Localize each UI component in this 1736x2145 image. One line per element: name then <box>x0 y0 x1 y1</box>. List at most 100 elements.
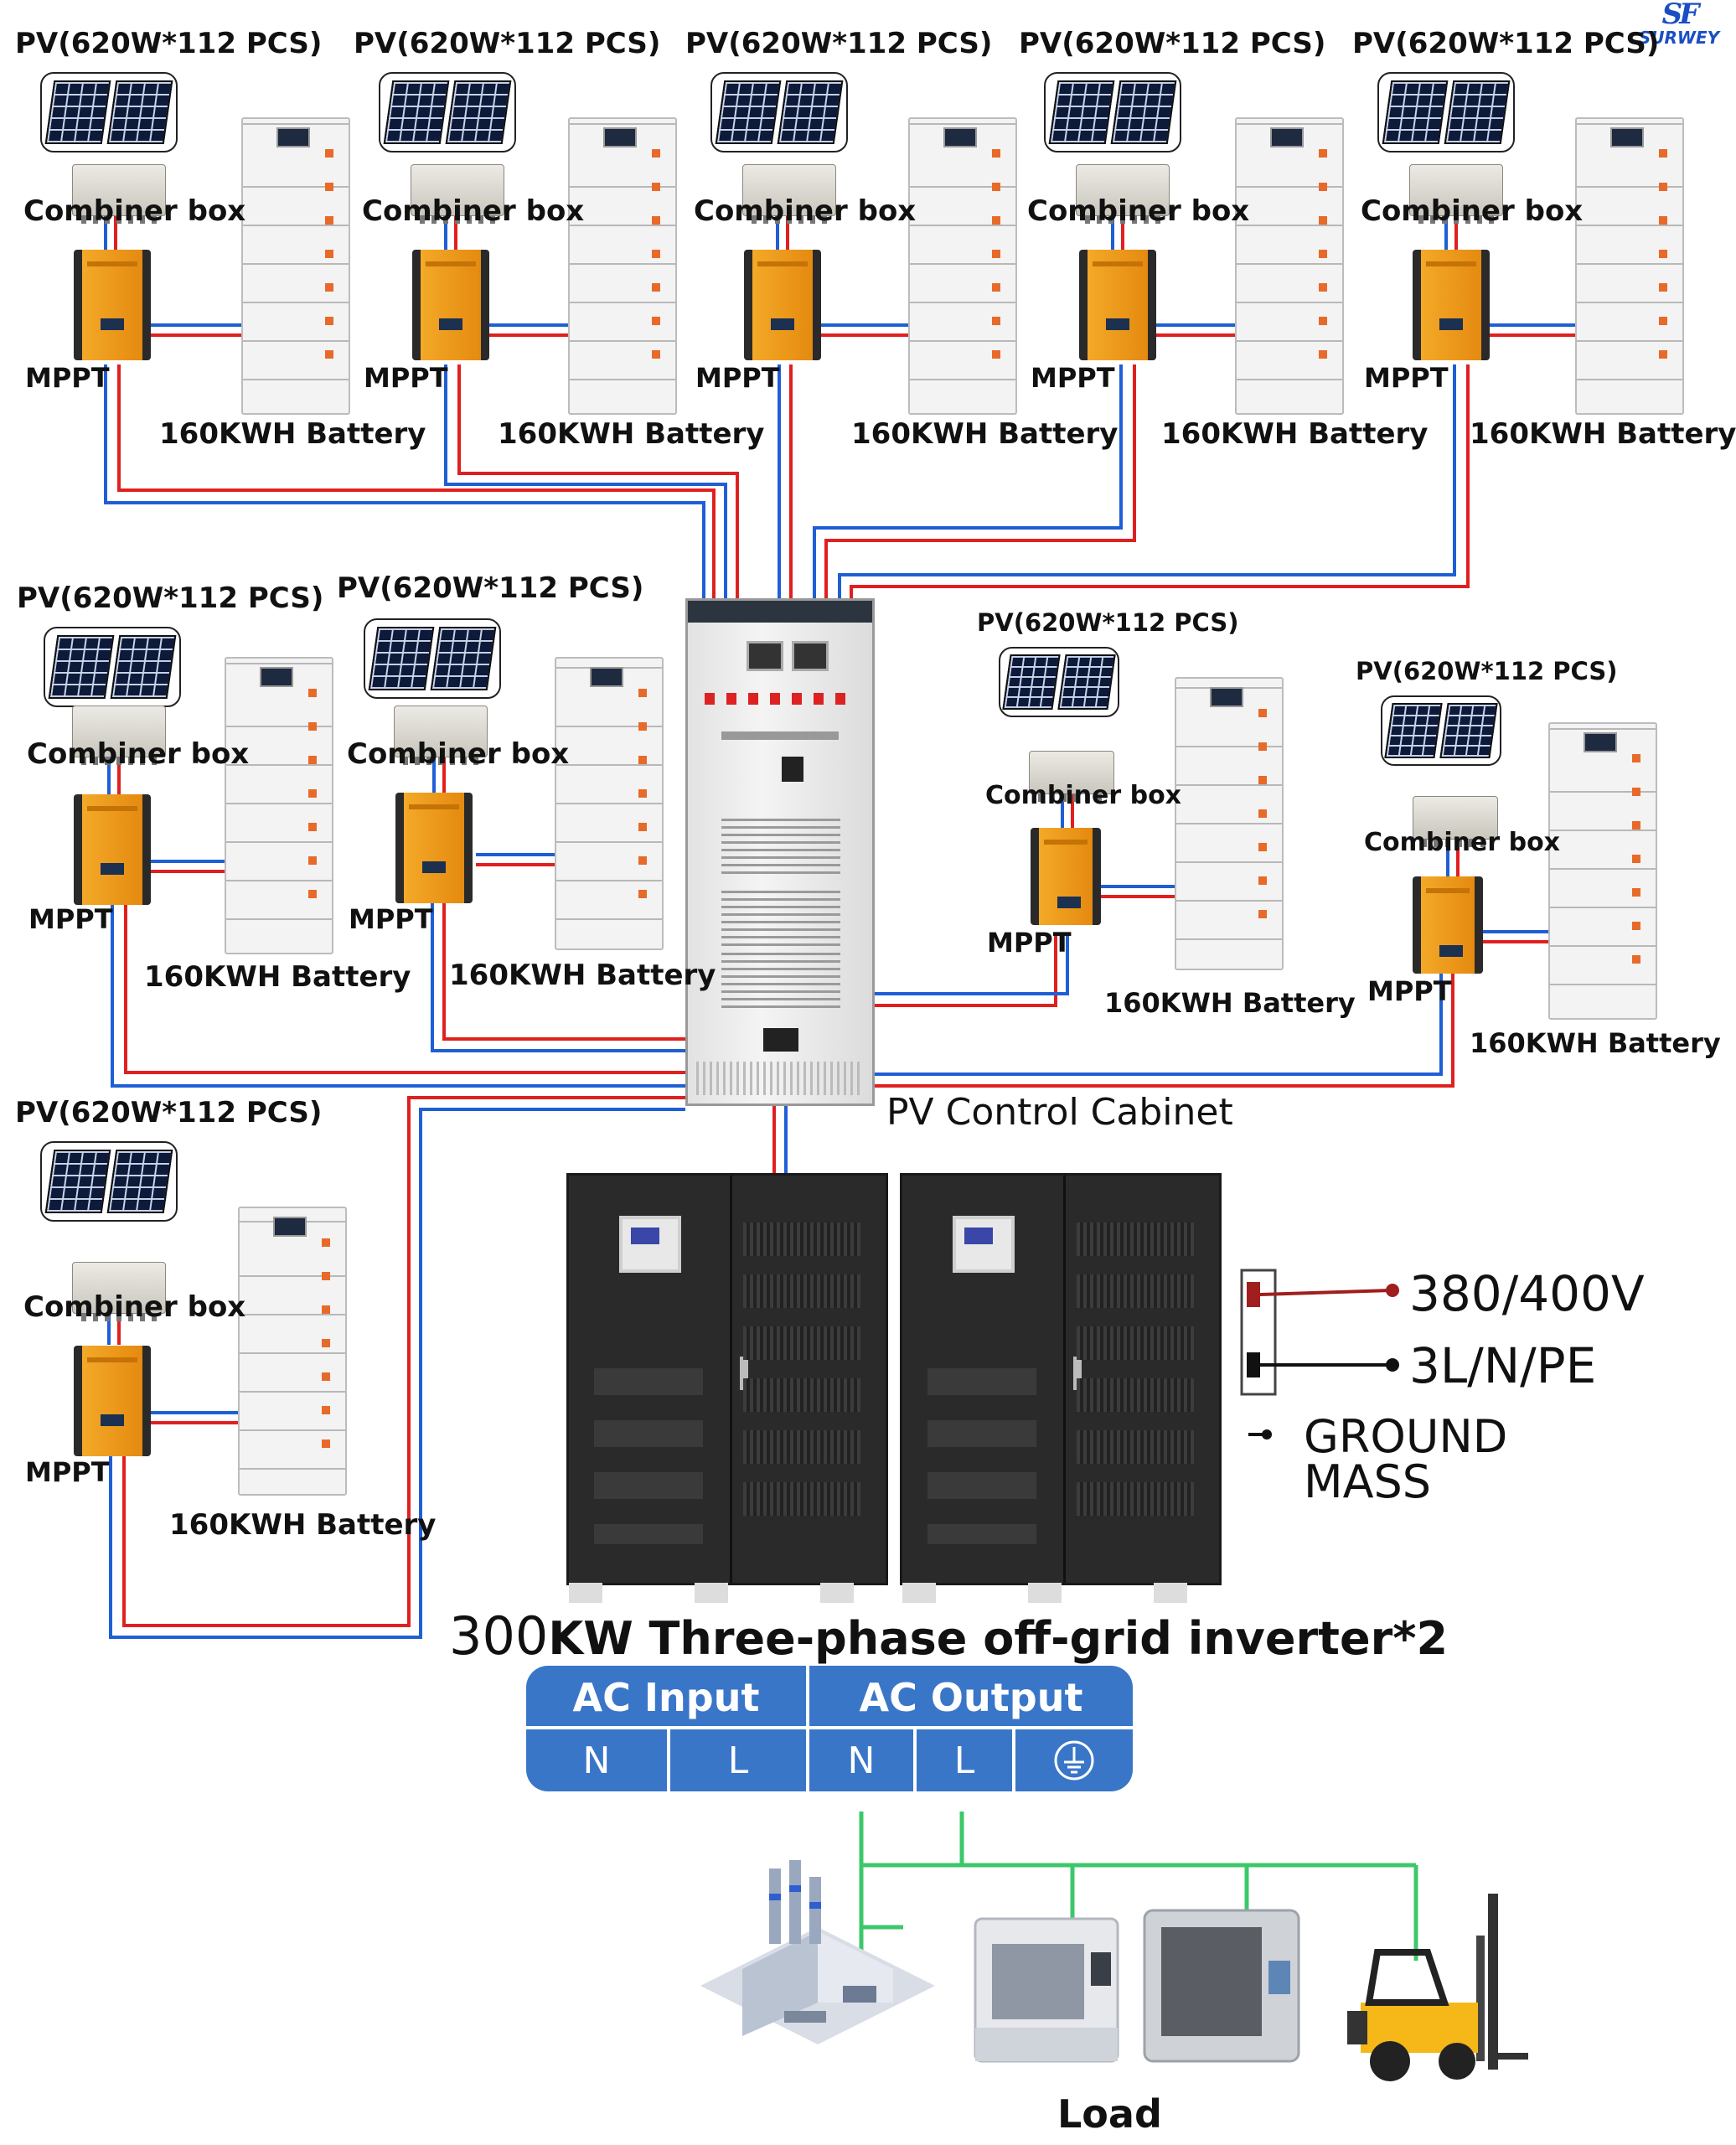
mppt-controller-icon <box>74 1346 151 1456</box>
mppt-controller-icon <box>1031 828 1101 925</box>
wire-negative <box>813 364 1123 598</box>
combiner-box-icon <box>1076 164 1170 224</box>
mppt-label: MPPT <box>25 1456 110 1488</box>
battery-rack-icon <box>241 117 350 415</box>
mppt-controller-icon <box>395 793 473 903</box>
wire-negative <box>104 364 705 598</box>
inverter-caption-text: KW Three-phase off-grid inverter*2 <box>548 1612 1449 1665</box>
combiner-box-icon <box>394 706 488 765</box>
battery-label: 160KWH Battery <box>169 1508 437 1542</box>
combiner-box-icon <box>72 1262 166 1321</box>
ground-line-1: GROUND <box>1304 1410 1508 1463</box>
solar-panel-icon <box>379 72 516 152</box>
ground-label: GROUND MASS <box>1304 1414 1507 1505</box>
inverter-caption: 300KW Three-phase off-grid inverter*2 <box>449 1605 1448 1667</box>
mppt-label: MPPT <box>987 927 1072 959</box>
solar-panel-icon <box>40 1141 178 1222</box>
ac-input-label: AC Input <box>572 1675 760 1720</box>
wire-positive <box>117 364 716 598</box>
wire-positive <box>824 364 1136 598</box>
forklift-icon <box>1344 1885 1528 2086</box>
pv-label: PV(620W*112 PCS) <box>977 608 1239 637</box>
combiner-box-label: Combiner box <box>1364 828 1561 857</box>
mppt-label: MPPT <box>28 903 113 935</box>
combiner-box-label: Combiner box <box>23 194 246 228</box>
solar-panel-icon <box>44 627 181 707</box>
combiner-box-icon <box>1413 796 1498 847</box>
wire-negative <box>875 972 1443 1076</box>
battery-rack-icon <box>1575 117 1684 415</box>
combiner-box-label: Combiner box <box>23 1290 246 1324</box>
combiner-box-label: Combiner box <box>694 194 917 228</box>
battery-label: 160KWH Battery <box>144 960 411 994</box>
ac-output-l: L <box>953 1739 975 1782</box>
wire-negative <box>444 364 727 598</box>
logo-name: SURWEY <box>1638 28 1720 48</box>
wire-positive <box>457 364 739 598</box>
mppt-controller-icon <box>74 794 151 905</box>
wire-negative <box>875 934 1069 995</box>
battery-label: 160KWH Battery <box>1104 987 1356 1019</box>
combiner-box-icon <box>72 706 166 765</box>
battery-label: 160KWH Battery <box>1161 417 1429 451</box>
wire-positive <box>850 364 1470 598</box>
voltage-label: 380/400V <box>1409 1265 1645 1322</box>
mppt-controller-icon <box>74 250 151 360</box>
mppt-label: MPPT <box>364 362 448 394</box>
mppt-label: MPPT <box>1031 362 1115 394</box>
solar-panel-icon <box>1377 72 1515 152</box>
mppt-label: MPPT <box>1367 975 1452 1007</box>
combiner-box-icon <box>72 164 166 224</box>
industrial-machine-icon <box>1138 1894 1305 2070</box>
solar-panel-icon <box>710 72 848 152</box>
mppt-controller-icon <box>1413 876 1483 974</box>
combiner-box-label: Combiner box <box>1361 194 1584 228</box>
combiner-box-icon <box>1029 751 1114 802</box>
pv-control-cabinet <box>685 598 875 1106</box>
pv-label: PV(620W*112 PCS) <box>1019 27 1326 60</box>
inverter-power: 300 <box>449 1605 549 1667</box>
pv-label: PV(620W*112 PCS) <box>685 27 993 60</box>
phase-label: 3L/N/PE <box>1409 1337 1597 1394</box>
battery-label: 160KWH Battery <box>1470 1027 1721 1059</box>
ground-line-2: MASS <box>1304 1455 1432 1508</box>
wire-positive <box>442 901 685 1041</box>
pv-label: PV(620W*112 PCS) <box>15 1096 323 1129</box>
battery-label: 160KWH Battery <box>498 417 765 451</box>
battery-label: 160KWH Battery <box>1470 417 1736 451</box>
ac-output-label: AC Output <box>859 1675 1083 1720</box>
mppt-label: MPPT <box>25 362 110 394</box>
combiner-box-label: Combiner box <box>985 781 1182 810</box>
pv-label: PV(620W*112 PCS) <box>17 581 324 615</box>
battery-rack-icon <box>908 117 1017 415</box>
battery-rack-icon <box>568 117 677 415</box>
combiner-box-label: Combiner box <box>27 737 250 771</box>
logo-mark: SF <box>1661 0 1700 31</box>
wire-negative <box>431 901 685 1052</box>
pv-label: PV(620W*112 PCS) <box>15 27 323 60</box>
combiner-box-icon <box>742 164 836 224</box>
battery-rack-icon <box>225 657 333 954</box>
pv-label: PV(620W*112 PCS) <box>1352 27 1660 60</box>
battery-label: 160KWH Battery <box>449 959 716 992</box>
solar-panel-icon <box>1044 72 1181 152</box>
battery-rack-icon <box>555 657 664 950</box>
mppt-label: MPPT <box>349 903 433 935</box>
combiner-box-label: Combiner box <box>347 737 570 771</box>
mppt-controller-icon <box>412 250 489 360</box>
ground-icon <box>1015 1729 1133 1791</box>
wire-negative <box>109 1108 685 1639</box>
wire-negative <box>838 364 1456 598</box>
load-label: Load <box>1057 2091 1162 2137</box>
battery-rack-icon <box>1235 117 1344 415</box>
battery-rack-icon <box>238 1207 347 1496</box>
ac-input-n: N <box>582 1739 611 1782</box>
combiner-box-label: Combiner box <box>362 194 585 228</box>
ac-output-n: N <box>847 1739 876 1782</box>
mppt-controller-icon <box>1413 250 1490 360</box>
wire-positive <box>124 905 685 1074</box>
pv-label: PV(620W*112 PCS) <box>337 571 644 605</box>
battery-rack-icon <box>1548 722 1657 1020</box>
pv-label: PV(620W*112 PCS) <box>1356 657 1618 685</box>
